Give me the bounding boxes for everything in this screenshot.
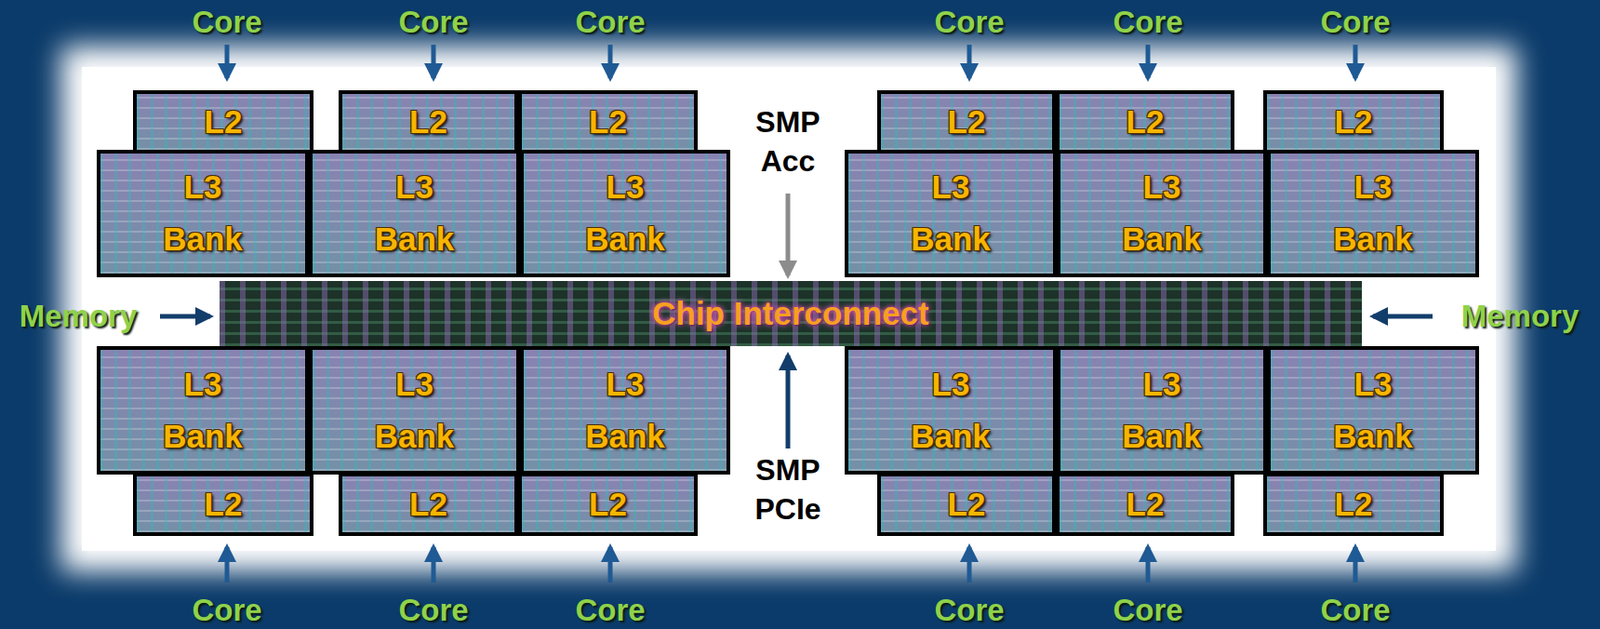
node-text: L2 xyxy=(1126,486,1165,523)
node-text: L2 xyxy=(588,486,627,523)
l2-cache: L2 xyxy=(338,472,519,536)
node-text: L3 xyxy=(1354,366,1393,403)
core-label: Core xyxy=(1320,2,1390,43)
node-text: Bank xyxy=(910,221,991,258)
l3-bank: L3Bank xyxy=(1056,149,1267,278)
node-text: Bank xyxy=(585,221,666,258)
node-text: Bank xyxy=(162,418,243,455)
node-text: L3 xyxy=(932,366,971,403)
core-label: Core xyxy=(191,2,262,43)
l3-bank: L3Bank xyxy=(308,346,520,475)
core-label: Core xyxy=(1320,590,1390,629)
node-text: L2 xyxy=(409,104,448,141)
core-label: Core xyxy=(574,590,645,629)
node-text: L3 xyxy=(606,169,645,206)
node-text: L3 xyxy=(606,366,645,403)
l3-bank: L3Bank xyxy=(308,149,520,278)
node-text: Bank xyxy=(1121,418,1202,455)
core-label: Core xyxy=(933,2,1004,43)
smp-label: SMP PCIe xyxy=(739,451,837,529)
l2-cache: L2 xyxy=(133,90,314,154)
l2-cache: L2 xyxy=(1263,90,1444,154)
core-label: Core xyxy=(574,2,645,43)
l2-cache: L2 xyxy=(877,472,1056,536)
node-text: L2 xyxy=(947,486,987,523)
acc-arrow xyxy=(786,193,791,276)
l3-bank: L3Bank xyxy=(96,346,309,475)
node-text: Bank xyxy=(1333,221,1414,258)
l2-cache: L2 xyxy=(1055,90,1235,154)
core-label: Core xyxy=(398,2,468,43)
memory-label: Memory xyxy=(1461,296,1580,337)
node-text: L2 xyxy=(1126,104,1165,141)
chip-interconnect: Chip Interconnect xyxy=(219,280,1362,347)
node-text: L2 xyxy=(204,104,243,141)
node-text: L3 xyxy=(1143,366,1182,403)
l3-bank: L3Bank xyxy=(1266,346,1480,475)
node-text: L3 xyxy=(1143,169,1182,206)
node-text: L2 xyxy=(588,104,627,141)
node-text: L2 xyxy=(947,104,987,141)
l2-cache: L2 xyxy=(133,472,314,536)
l2-cache: L2 xyxy=(518,90,698,154)
core-label: Core xyxy=(398,590,468,629)
l2-cache: L2 xyxy=(1263,472,1444,536)
node-text: Chip Interconnect xyxy=(652,295,930,333)
l3-bank: L3Bank xyxy=(844,149,1057,278)
node-text: Bank xyxy=(374,221,455,258)
l3-bank: L3Bank xyxy=(1056,346,1267,475)
core-label: Core xyxy=(1112,2,1183,43)
core-label: Core xyxy=(1112,590,1183,629)
node-text: L3 xyxy=(184,366,223,403)
node-text: L2 xyxy=(1334,104,1374,141)
node-text: Bank xyxy=(374,418,455,455)
l2-cache: L2 xyxy=(338,90,519,154)
node-text: L3 xyxy=(395,366,434,403)
node-text: Bank xyxy=(1121,221,1202,258)
l3-bank: L3Bank xyxy=(96,149,309,278)
l3-bank: L3Bank xyxy=(844,346,1057,475)
node-text: L3 xyxy=(184,169,223,206)
node-text: L3 xyxy=(395,169,434,206)
smp-label: SMP Acc xyxy=(739,103,837,181)
core-label: Core xyxy=(933,590,1004,629)
node-text: L2 xyxy=(409,486,448,523)
memory-label: Memory xyxy=(19,296,138,337)
l3-bank: L3Bank xyxy=(1266,149,1480,278)
l2-cache: L2 xyxy=(1055,472,1235,536)
l3-bank: L3Bank xyxy=(520,346,731,475)
node-text: L2 xyxy=(1334,486,1374,523)
node-text: L3 xyxy=(1354,169,1393,206)
l2-cache: L2 xyxy=(518,472,698,536)
l2-cache: L2 xyxy=(877,90,1056,154)
node-text: L3 xyxy=(932,169,971,206)
node-text: Bank xyxy=(585,418,666,455)
node-text: Bank xyxy=(910,418,991,455)
node-text: L2 xyxy=(204,486,243,523)
node-text: Bank xyxy=(1333,418,1414,455)
core-label: Core xyxy=(191,590,262,629)
node-text: Bank xyxy=(162,221,243,258)
l3-bank: L3Bank xyxy=(520,149,731,278)
